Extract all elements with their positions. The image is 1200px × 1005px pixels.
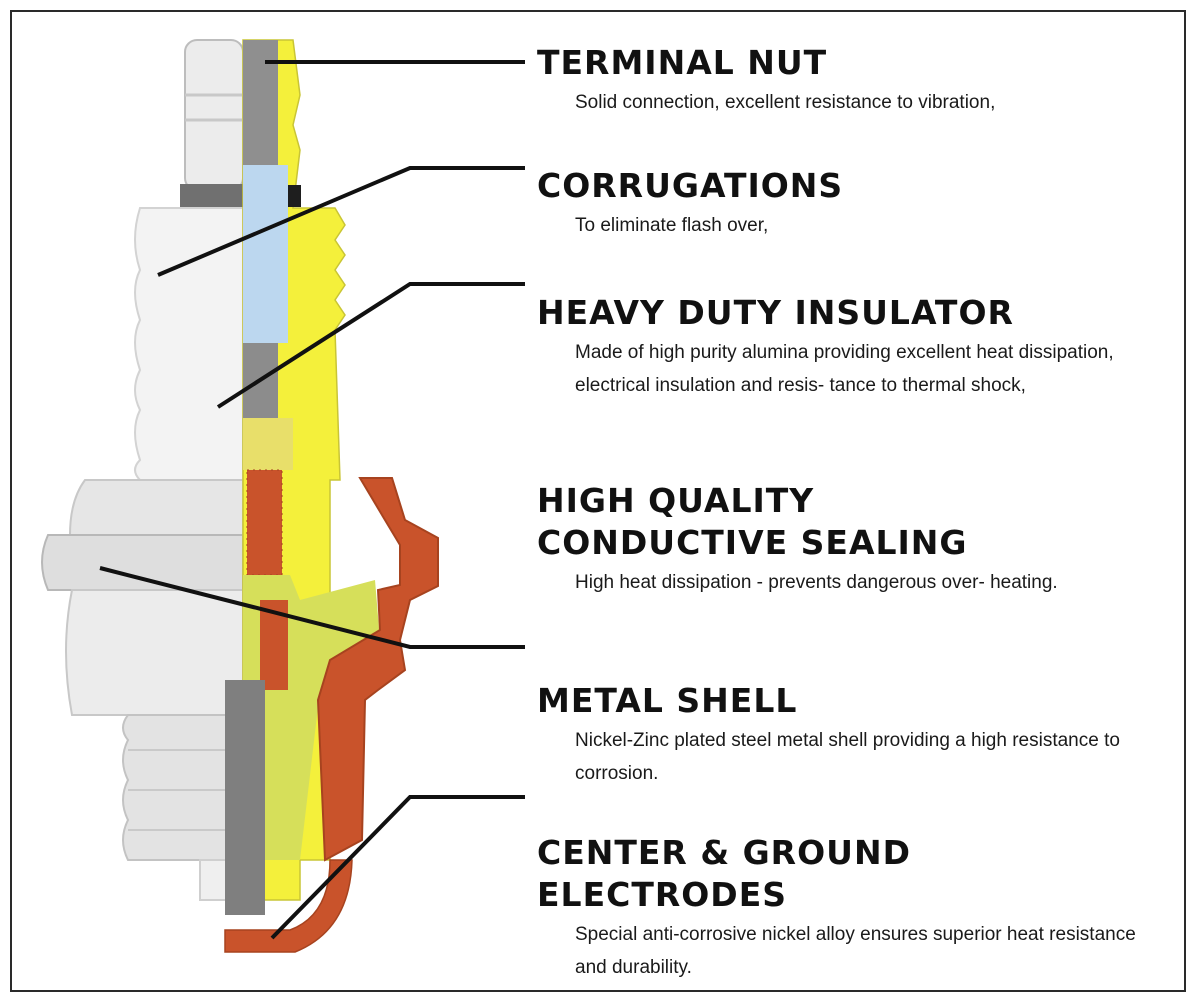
seal-red-upper	[247, 470, 282, 575]
shell-upper	[68, 479, 244, 536]
description-electrodes: Special anti-corrosive nickel alloy ensu…	[575, 924, 1136, 978]
seal-upper	[243, 418, 293, 470]
label-conductive-sealing: HIGH QUALITY CONDUCTIVE SEALING High hea…	[537, 480, 1177, 599]
description-conductive-sealing: High heat dissipation - prevents dangero…	[575, 572, 1058, 593]
center-electrode-rod	[225, 680, 265, 915]
description-corrugations: To eliminate flash over,	[575, 215, 769, 236]
spark-plug-cutaway	[41, 39, 439, 953]
label-terminal-nut: TERMINAL NUT Solid connection, excellent…	[537, 42, 1177, 119]
leader-line-corrugations	[157, 166, 525, 277]
heading-electrodes: CENTER & GROUND ELECTRODES	[537, 833, 911, 914]
heading-conductive-sealing: HIGH QUALITY CONDUCTIVE SEALING	[537, 481, 968, 562]
resistor-core	[243, 165, 288, 343]
description-heavy-duty-insulator: Made of high purity alumina providing ex…	[575, 342, 1114, 396]
leader-line-heavy-duty-insulator	[216, 282, 525, 409]
label-corrugations: CORRUGATIONS To eliminate flash over,	[537, 165, 1177, 242]
label-electrodes: CENTER & GROUND ELECTRODES Special anti-…	[537, 832, 1177, 984]
shell-body	[65, 589, 244, 716]
terminal-post	[184, 39, 244, 191]
leader-lines	[99, 60, 525, 940]
terminal-collar	[180, 184, 246, 208]
shell-hex	[41, 534, 244, 591]
terminal-stud	[243, 40, 278, 170]
leader-line-electrodes	[270, 795, 525, 940]
description-terminal-nut: Solid connection, excellent resistance t…	[575, 92, 996, 113]
insulator-body	[134, 207, 244, 481]
shell-cutaway-red	[316, 477, 439, 862]
description-metal-shell: Nickel-Zinc plated steel metal shell pro…	[575, 730, 1120, 784]
heading-terminal-nut: TERMINAL NUT	[537, 43, 828, 82]
heading-corrugations: CORRUGATIONS	[537, 166, 844, 205]
label-heavy-duty-insulator: HEAVY DUTY INSULATOR Made of high purity…	[537, 292, 1177, 402]
shell-thread	[122, 714, 244, 861]
label-metal-shell: METAL SHELL Nickel-Zinc plated steel met…	[537, 680, 1177, 790]
diagram-frame	[10, 10, 1186, 992]
leader-line-metal-shell	[99, 566, 525, 649]
ground-electrode	[224, 859, 353, 953]
heading-heavy-duty-insulator: HEAVY DUTY INSULATOR	[537, 293, 1014, 332]
heading-metal-shell: METAL SHELL	[537, 681, 798, 720]
